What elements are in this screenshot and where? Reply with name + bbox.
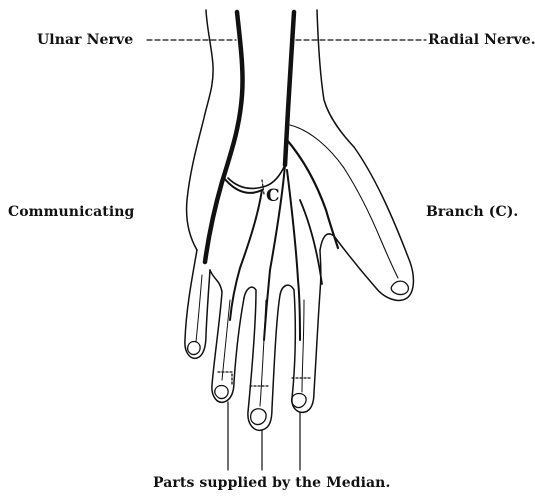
ring-finger-outline xyxy=(210,270,244,402)
communicating-branch xyxy=(228,165,285,188)
little-finger-inner xyxy=(196,275,202,342)
thumb-outline xyxy=(320,147,413,300)
digital-nerve-thumb xyxy=(300,200,322,284)
communicating-label: Communicating xyxy=(8,205,134,219)
little-finger-nail xyxy=(188,342,201,355)
ring-finger-inner xyxy=(222,300,230,380)
index-finger-nail xyxy=(292,394,306,408)
digital-nerve-ring xyxy=(230,190,262,320)
radial-nerve-label: Radial Nerve. xyxy=(428,33,535,47)
middle-finger-nail xyxy=(251,409,266,425)
ring-finger-nail xyxy=(215,386,228,399)
parts-supplied-label: Parts supplied by the Median. xyxy=(153,476,390,490)
ulnar-nerve-label: Ulnar Nerve xyxy=(37,33,133,47)
c-marker-label: C xyxy=(266,188,280,205)
thumb-nail xyxy=(391,281,408,294)
thumb-inner-contour xyxy=(290,125,398,278)
branch-c-label: Branch (C). xyxy=(426,205,518,219)
median-mark-ring xyxy=(218,372,232,384)
forearm-radial-edge xyxy=(317,10,354,147)
digital-nerve-index xyxy=(287,170,300,340)
forearm-ulnar-edge xyxy=(187,10,214,250)
